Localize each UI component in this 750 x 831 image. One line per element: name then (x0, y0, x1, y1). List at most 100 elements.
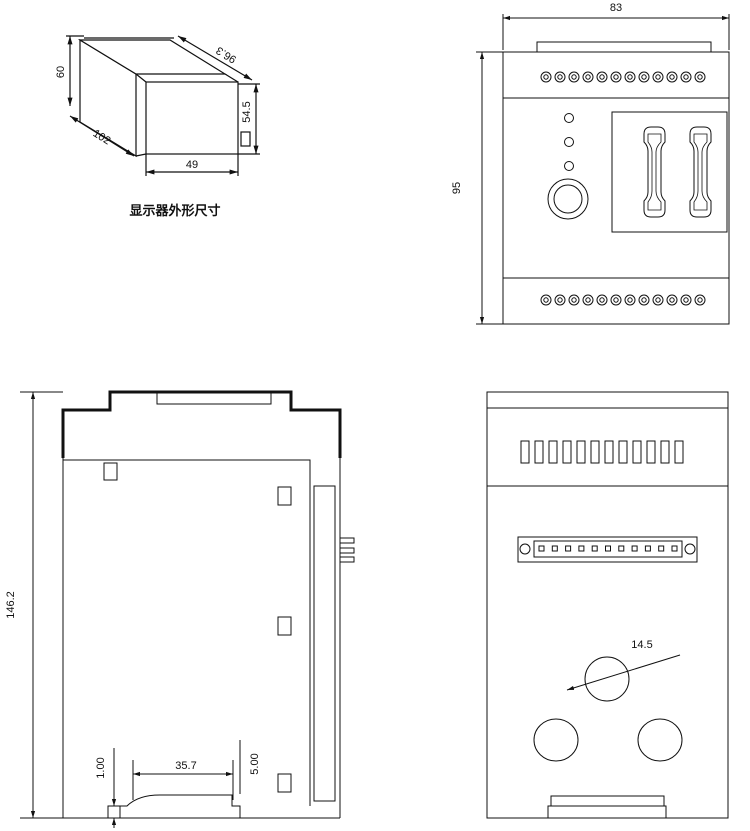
connector-pin (591, 545, 598, 552)
back-terminal (576, 440, 586, 464)
side-gap-label: 1.00 (95, 757, 107, 778)
front-height-label: 95 (451, 182, 463, 194)
dim-front-h-label: 54.5 (241, 101, 253, 122)
terminal-screw-inner (669, 74, 675, 80)
terminal-screw (680, 71, 692, 83)
terminal-screw-inner (697, 297, 703, 303)
terminal-screw-inner (697, 74, 703, 80)
terminal-screw (540, 294, 552, 306)
terminal-screw-inner (585, 297, 591, 303)
side-inner-outline (63, 459, 311, 806)
terminal-screw-inner (627, 297, 633, 303)
terminal-screw (568, 294, 580, 306)
front-view (476, 14, 730, 325)
connector-pin (551, 545, 558, 552)
side-offset-label: 5.00 (249, 753, 261, 774)
back-terminal (646, 440, 656, 464)
back-terminal (562, 440, 572, 464)
dim-width-label: 49 (186, 159, 198, 171)
connector-pin (618, 545, 625, 552)
back-connector (517, 536, 698, 563)
terminal-screw (554, 71, 566, 83)
front-top-rail (536, 41, 712, 53)
back-terminal-row (520, 440, 684, 464)
terminal-screw-inner (627, 74, 633, 80)
connector-pin (605, 545, 611, 552)
terminal-screw (582, 294, 594, 306)
port-panel (611, 111, 728, 233)
side-slot (103, 462, 118, 481)
back-hole-right (637, 718, 683, 762)
terminal-screw (540, 71, 552, 83)
terminal-screw (638, 294, 650, 306)
display-connector (240, 131, 251, 147)
port-connector-right (689, 126, 712, 218)
front-width-label: 83 (610, 2, 622, 14)
connector-pin (578, 545, 585, 552)
side-height-label: 146.2 (5, 591, 17, 619)
connector-screw (519, 543, 531, 555)
side-slot (277, 773, 292, 793)
dim-height-label: 60 (55, 66, 67, 78)
terminal-screw-inner (641, 297, 647, 303)
terminal-screw-inner (571, 297, 577, 303)
terminal-screw (638, 71, 650, 83)
led-indicator (564, 113, 574, 123)
front-outline (502, 51, 730, 325)
side-slot (277, 616, 292, 636)
connector-pins (538, 545, 678, 552)
terminal-screw-inner (543, 297, 549, 303)
terminal-screw (624, 71, 636, 83)
connector-pin (644, 545, 651, 552)
back-outline (486, 391, 729, 819)
back-terminal (632, 440, 642, 464)
led-indicator (564, 137, 574, 147)
terminal-screw-inner (557, 297, 563, 303)
terminal-screw (596, 71, 608, 83)
terminal-screw-inner (599, 74, 605, 80)
terminal-screw (680, 294, 692, 306)
front-knob-inner (553, 184, 583, 214)
terminal-screw-inner (613, 74, 619, 80)
terminal-screw-inner (655, 74, 661, 80)
terminal-screw (582, 71, 594, 83)
terminal-screw-inner (669, 297, 675, 303)
terminal-screw-inner (599, 297, 605, 303)
terminal-screw-inner (585, 74, 591, 80)
side-top-rail (156, 391, 272, 405)
back-terminal (618, 440, 628, 464)
back-terminal (604, 440, 614, 464)
connector-pin (671, 545, 678, 552)
front-top-terminals (540, 71, 706, 83)
dim-diag-label: 96.3 (214, 44, 239, 66)
terminal-screw (666, 294, 678, 306)
front-bottom-terminals (540, 294, 706, 306)
connector-pin (631, 545, 638, 552)
terminal-screw-inner (543, 74, 549, 80)
side-view (20, 390, 355, 828)
side-rail (313, 485, 336, 802)
terminal-screw (652, 294, 664, 306)
back-center-hole (584, 656, 630, 702)
back-terminal (520, 440, 530, 464)
terminal-screw-inner (557, 74, 563, 80)
back-terminal (660, 440, 670, 464)
terminal-screw (694, 294, 706, 306)
back-terminal (548, 440, 558, 464)
front-knob (547, 178, 589, 220)
hole-diameter-label: 14.5 (631, 639, 652, 651)
connector-screw (684, 543, 696, 555)
terminal-screw (554, 294, 566, 306)
terminal-screw (624, 294, 636, 306)
port-connector-left (643, 126, 666, 218)
terminal-screw (666, 71, 678, 83)
terminal-screw (610, 71, 622, 83)
back-hole-left (533, 718, 579, 762)
connector-pin (658, 545, 665, 552)
terminal-screw-inner (641, 74, 647, 80)
back-terminal (590, 440, 600, 464)
back-terminal (534, 440, 544, 464)
side-span-label: 35.7 (175, 760, 196, 772)
back-bottom-rail (547, 805, 667, 819)
terminal-screw (652, 71, 664, 83)
